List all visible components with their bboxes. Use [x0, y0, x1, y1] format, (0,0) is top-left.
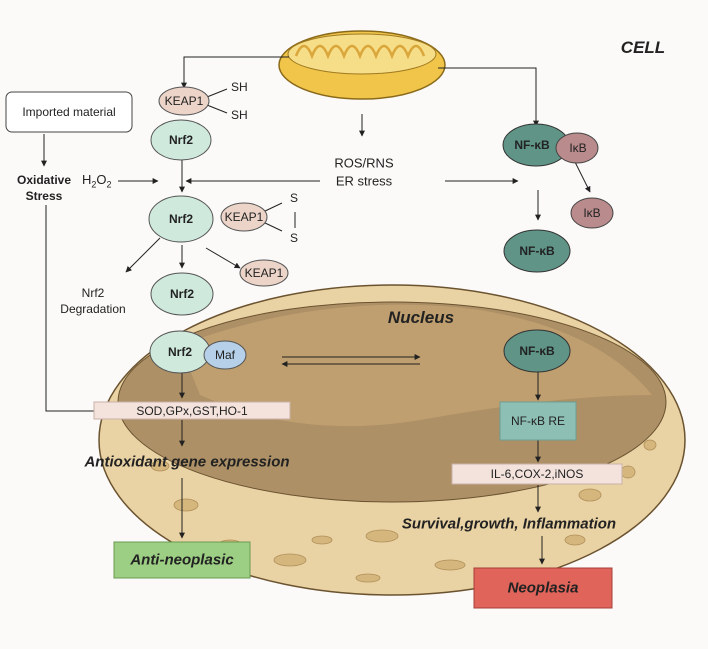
sod-gpx-box	[93, 401, 291, 420]
oxidative-stress-label: Oxidative Stress	[16, 173, 72, 203]
nfkb-top-label: NF-κB	[514, 138, 550, 152]
nrf2-middle-node	[148, 195, 214, 243]
nfkb-free-node	[503, 229, 571, 273]
ikb-top-node	[555, 132, 599, 164]
keap1-middle-label: KEAP1	[224, 210, 264, 224]
nrf2-top-label: Nrf2	[168, 133, 194, 147]
neoplasia-box	[473, 567, 613, 609]
mitochondrion	[278, 30, 446, 100]
keap1-right-node	[239, 259, 289, 287]
imported-material-label: Imported material	[22, 105, 116, 119]
sh-bottom-label: SH	[231, 108, 248, 122]
nrf2-middle-label: Nrf2	[168, 212, 194, 226]
s-bottom-label: S	[290, 231, 299, 245]
nrf2-degradation-label: Nrf2 Degradation	[60, 286, 126, 316]
nfkb-nucleus-node	[503, 329, 571, 373]
keap1-right-label: KEAP1	[244, 266, 284, 280]
maf-node	[203, 340, 247, 370]
cell-title: CELL	[620, 38, 666, 57]
nucleus-title: Nucleus	[387, 308, 455, 327]
nrf2-top-node	[150, 119, 212, 161]
nfkb-re-box	[499, 401, 577, 441]
nfkb-free-label: NF-κB	[519, 244, 555, 258]
ikb-top-label: IκB	[569, 141, 587, 155]
imported-material-box	[5, 91, 133, 133]
il6-cox2-box	[451, 463, 623, 485]
h2o2-label: H2O2	[82, 172, 112, 190]
keap1-top-label: KEAP1	[164, 94, 204, 108]
survival-label: Survival,growth, Inflammation	[401, 515, 617, 533]
keap1-top-node	[158, 86, 210, 116]
neoplasia-label: Neoplasia	[507, 579, 579, 597]
ikb-released-node	[570, 197, 614, 229]
maf-label: Maf	[214, 348, 236, 362]
sh-top-label: SH	[231, 80, 248, 94]
nrf2-lower-label: Nrf2	[169, 287, 195, 301]
nfkb-nucleus-label: NF-κB	[519, 344, 555, 358]
ikb-released-label: IκB	[583, 206, 601, 220]
sod-gpx-label: SOD,GPx,GST,HO-1	[136, 404, 248, 418]
nrf2-nucleus-label: Nrf2	[167, 345, 193, 359]
keap1-middle-node	[220, 202, 268, 232]
antioxidant-label: Antioxidant gene expression	[84, 453, 290, 471]
er-stress-label: ER stress	[335, 173, 393, 189]
anti-neoplasic-box	[113, 541, 251, 579]
ros-rns-label: ROS/RNS	[334, 155, 394, 171]
il6-cox2-label: IL-6,COX-2,iNOS	[490, 467, 584, 481]
nrf2-lower-node	[150, 272, 214, 316]
s-top-label: S	[290, 191, 299, 205]
anti-neoplasic-label: Anti-neoplasic	[130, 551, 234, 569]
nfkb-re-label: NF-κB RE	[511, 414, 565, 428]
